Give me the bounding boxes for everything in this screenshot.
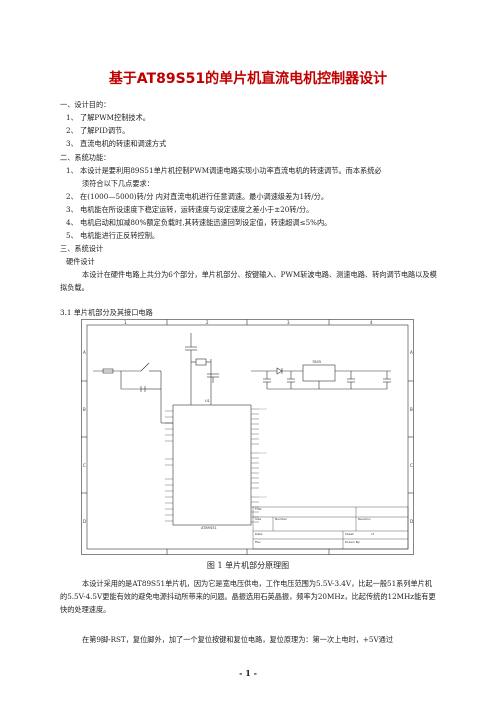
- mcu-chip: [172, 404, 252, 526]
- list-item: 2、 了解PID调节。: [66, 126, 130, 135]
- section-heading-1: 一、设计目的：: [60, 100, 111, 109]
- list-item: 3、 直流电机的转速和调速方式: [66, 139, 167, 148]
- col-label: 1: [124, 320, 127, 325]
- col-label: 3: [287, 320, 290, 325]
- list-item-continuation: 须符合以下几点要求：: [82, 179, 154, 188]
- paragraph: 在第9脚-RST，复位脚外，加了一个复位按键和复位电路，复位原理为：第一次上电时…: [82, 635, 394, 644]
- list-item: 1、 本设计是要利用89S51单片机控制PWM调速电路实现小功率直流电机的转速调…: [66, 166, 382, 175]
- tb-title-label: Title: [254, 507, 262, 511]
- list-item: 2、 在(1000—5000)转/分 内对直流电机进行任意调速。最小调速级差为1…: [66, 192, 329, 201]
- section-heading-2: 二、系统功能：: [60, 153, 111, 162]
- row-label: C: [83, 463, 86, 468]
- tb-date-label: Date:: [255, 532, 263, 536]
- row-label: A: [83, 350, 86, 355]
- col-label: 2: [206, 320, 209, 325]
- tb-of-label: of: [371, 532, 375, 536]
- diode: [276, 367, 283, 375]
- subsection-heading: 3.1 单片机部分及其接口电路: [60, 308, 153, 317]
- tb-file-label: File:: [255, 540, 261, 544]
- row-label: B: [83, 407, 86, 412]
- tb-size-label: Size: [255, 517, 261, 521]
- figure-caption: 图 1 单片机部分原理图: [206, 561, 290, 570]
- schematic-inner-frame: [86, 324, 409, 550]
- document-title: 基于AT89S51的单片机直流电机控制器设计: [108, 71, 388, 87]
- list-item: 4、 电机启动和加减80%额定负载时,其转速能迅速回到设定值，转速超调≤5%内。: [66, 218, 332, 227]
- page-number: - 1 -: [239, 668, 257, 678]
- title-block: [252, 506, 409, 550]
- tb-sheet-label: Sheet: [345, 532, 354, 536]
- row-label: B: [410, 407, 413, 412]
- tb-number-label: Number: [275, 517, 288, 521]
- col-label: 4: [370, 320, 373, 325]
- row-label: C: [410, 463, 413, 468]
- row-label: D: [410, 519, 413, 524]
- list-item: 1、 了解PWM控制技术。: [66, 113, 150, 122]
- row-label: A: [410, 350, 413, 355]
- mcu-ref: U1: [205, 399, 210, 403]
- paragraph: 本设计在硬件电路上共分为6个部分，单片机部分、按键输入、PWM斩波电路、测速电路…: [60, 270, 437, 292]
- subheading: 硬件设计: [66, 257, 95, 266]
- section-heading-3: 三、系统设计: [60, 244, 104, 253]
- crystal: [195, 358, 207, 366]
- tb-drawnby-label: Drawn By:: [345, 540, 360, 544]
- mcu-part: AT89S51: [201, 526, 217, 530]
- resistor: [102, 368, 114, 374]
- list-item: 3、 电机能在所设速度下稳定运转，运转速度与设定速度之差小于±20转/分。: [66, 205, 314, 214]
- regulator-7805: [302, 364, 336, 382]
- tb-revision-label: Revision: [358, 517, 371, 521]
- regulator-label: 7805: [312, 360, 321, 364]
- row-label: D: [83, 519, 86, 524]
- paragraph: 本设计采用的是AT89S51单片机，因为它是宽电压供电，工作电压范围为5.5V-…: [60, 579, 436, 614]
- circuit-schematic: 1 2 3 4 A B C D A B C D U1 AT89S51: [81, 319, 414, 555]
- list-item: 5、 电机能进行正反转控制。: [66, 231, 160, 240]
